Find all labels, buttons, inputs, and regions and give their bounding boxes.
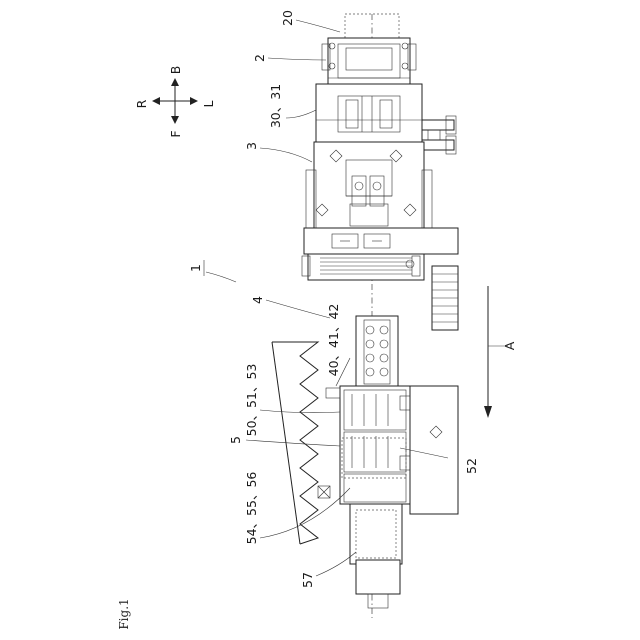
unit-5-line [318,386,458,608]
compass-down-label: F [168,130,183,137]
unit-3-conveyor [302,254,424,280]
ref-52: 52 [464,458,479,474]
unit-4-chain [356,316,398,388]
compass-left-label: R [134,99,149,108]
unit-3-main [304,142,458,254]
ref-20: 20 [280,10,295,26]
ref-30-31: 30、31 [268,84,283,128]
side-conveyor [432,266,458,330]
figure-caption: Fig.1 [117,598,131,629]
ref-2: 2 [252,54,267,62]
unit-2-feeder [322,38,416,84]
ref-4: 4 [250,296,265,304]
compass: B F R L [134,66,216,138]
ref-40-41-42: 40、41、42 [326,304,341,377]
ref-3: 3 [244,142,259,150]
compass-up-label: B [168,66,183,75]
flow-arrow: A [484,286,517,418]
ref-54-50-51-53: 50、51、53 [244,364,259,437]
compass-right-label: L [201,100,216,107]
ref-5: 5 [228,436,243,444]
ref-54-55-56: 54、55、56 [244,472,259,545]
stacker-teeth [272,342,318,544]
ref-57: 57 [300,572,315,588]
ref-1: 1 [188,264,203,272]
